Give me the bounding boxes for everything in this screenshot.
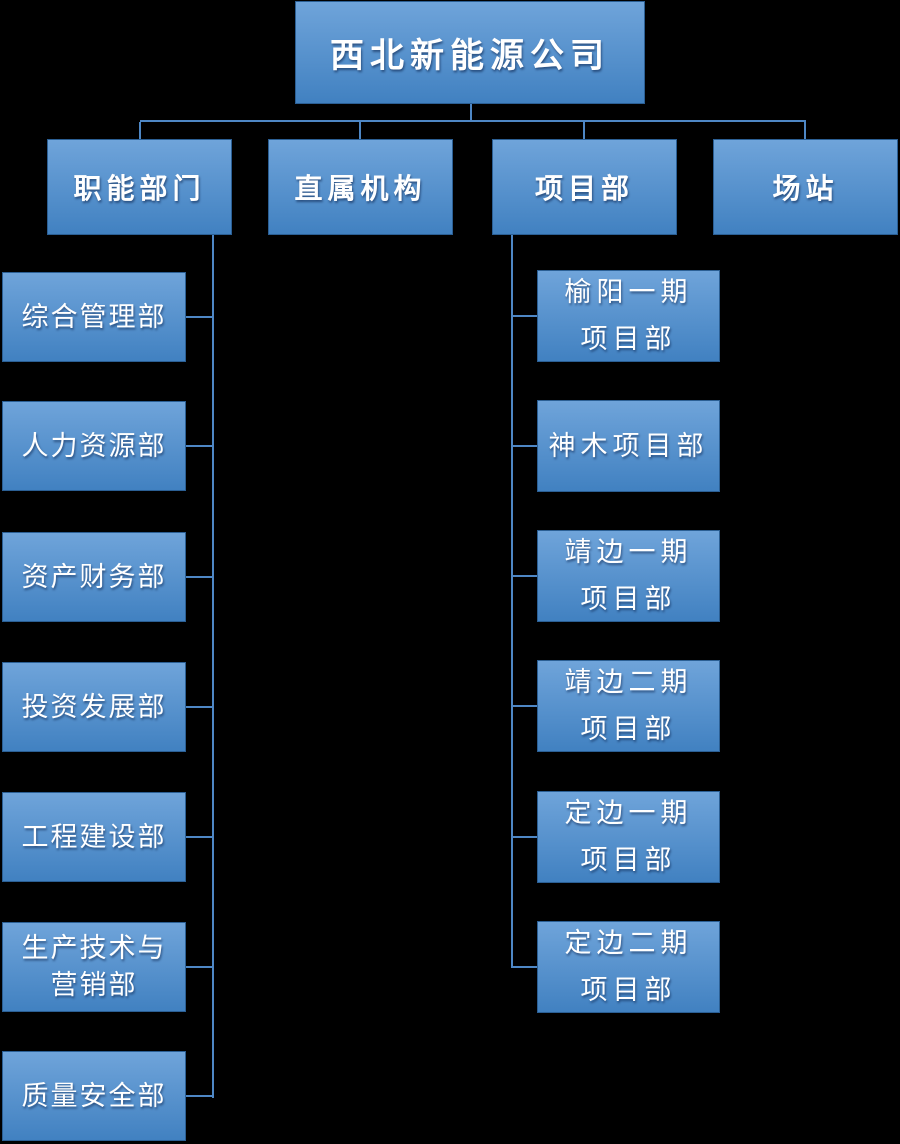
functional-dept-node: 生产技术与营销部 bbox=[2, 922, 186, 1012]
connector-right-stub bbox=[511, 966, 537, 968]
connector-trunk-right bbox=[511, 235, 513, 968]
org-node-project-departments: 项目部 bbox=[492, 139, 677, 235]
org-node-label: 资产财务部 bbox=[21, 561, 167, 592]
org-node-label: 直属机构 bbox=[294, 174, 427, 205]
connector-main-horizontal bbox=[140, 120, 806, 122]
org-node-label: 定边一期 bbox=[564, 798, 693, 828]
connector-left-stub bbox=[186, 576, 214, 578]
connector-right-stub bbox=[511, 705, 537, 707]
org-node-label: 职能部门 bbox=[73, 174, 206, 205]
connector-left-stub bbox=[186, 706, 214, 708]
org-node-label: 项目部 bbox=[580, 714, 677, 744]
org-node-label: 综合管理部 bbox=[21, 301, 167, 332]
org-node-label: 人力资源部 bbox=[21, 430, 167, 461]
org-node-stations: 场站 bbox=[713, 139, 898, 235]
org-node-label: 定边二期 bbox=[564, 928, 693, 958]
org-node-label: 场站 bbox=[772, 174, 839, 205]
connector-left-stub bbox=[186, 316, 214, 318]
org-node-label: 项目部 bbox=[534, 174, 634, 205]
connector-level2-stub bbox=[139, 122, 141, 139]
org-node-label: 投资发展部 bbox=[21, 691, 167, 722]
functional-dept-node: 质量安全部 bbox=[2, 1051, 186, 1141]
functional-dept-node: 资产财务部 bbox=[2, 532, 186, 622]
org-node-label: 项目部 bbox=[580, 975, 677, 1005]
connector-right-stub bbox=[511, 445, 537, 447]
connector-root-stub bbox=[470, 104, 472, 121]
org-node-root-label: 西北新能源公司 bbox=[330, 38, 610, 75]
org-node-label: 神木项目部 bbox=[548, 430, 709, 461]
org-node-label: 靖边一期 bbox=[564, 537, 693, 567]
connector-left-stub bbox=[186, 836, 214, 838]
project-dept-node: 定边二期项目部 bbox=[537, 921, 720, 1013]
project-dept-node: 定边一期项目部 bbox=[537, 791, 720, 883]
connector-trunk-left bbox=[212, 235, 214, 1098]
org-node-label: 项目部 bbox=[580, 584, 677, 614]
functional-dept-node: 人力资源部 bbox=[2, 401, 186, 491]
functional-dept-node: 投资发展部 bbox=[2, 662, 186, 752]
functional-dept-node: 工程建设部 bbox=[2, 792, 186, 882]
org-node-label: 营销部 bbox=[50, 970, 138, 1000]
org-node-label: 项目部 bbox=[580, 845, 677, 875]
project-dept-node: 榆阳一期项目部 bbox=[537, 270, 720, 362]
connector-right-stub bbox=[511, 315, 537, 317]
org-node-label: 生产技术与 bbox=[21, 933, 167, 963]
org-node-label: 质量安全部 bbox=[21, 1080, 167, 1111]
project-dept-node: 神木项目部 bbox=[537, 400, 720, 492]
org-node-label: 靖边二期 bbox=[564, 667, 693, 697]
org-node-direct-institutions: 直属机构 bbox=[268, 139, 453, 235]
functional-dept-node: 综合管理部 bbox=[2, 272, 186, 362]
connector-level2-stub bbox=[583, 122, 585, 139]
connector-left-stub bbox=[186, 1095, 214, 1097]
project-dept-node: 靖边一期项目部 bbox=[537, 530, 720, 622]
connector-right-stub bbox=[511, 575, 537, 577]
org-node-label: 项目部 bbox=[580, 324, 677, 354]
org-node-root: 西北新能源公司 bbox=[295, 1, 645, 104]
project-dept-node: 靖边二期项目部 bbox=[537, 660, 720, 752]
connector-right-stub bbox=[511, 836, 537, 838]
org-node-functional-departments: 职能部门 bbox=[47, 139, 232, 235]
connector-left-stub bbox=[186, 445, 214, 447]
org-node-label: 榆阳一期 bbox=[564, 277, 693, 307]
connector-level2-stub bbox=[359, 122, 361, 139]
org-node-label: 工程建设部 bbox=[21, 821, 167, 852]
connector-level2-stub bbox=[804, 122, 806, 139]
connector-left-stub bbox=[186, 966, 214, 968]
